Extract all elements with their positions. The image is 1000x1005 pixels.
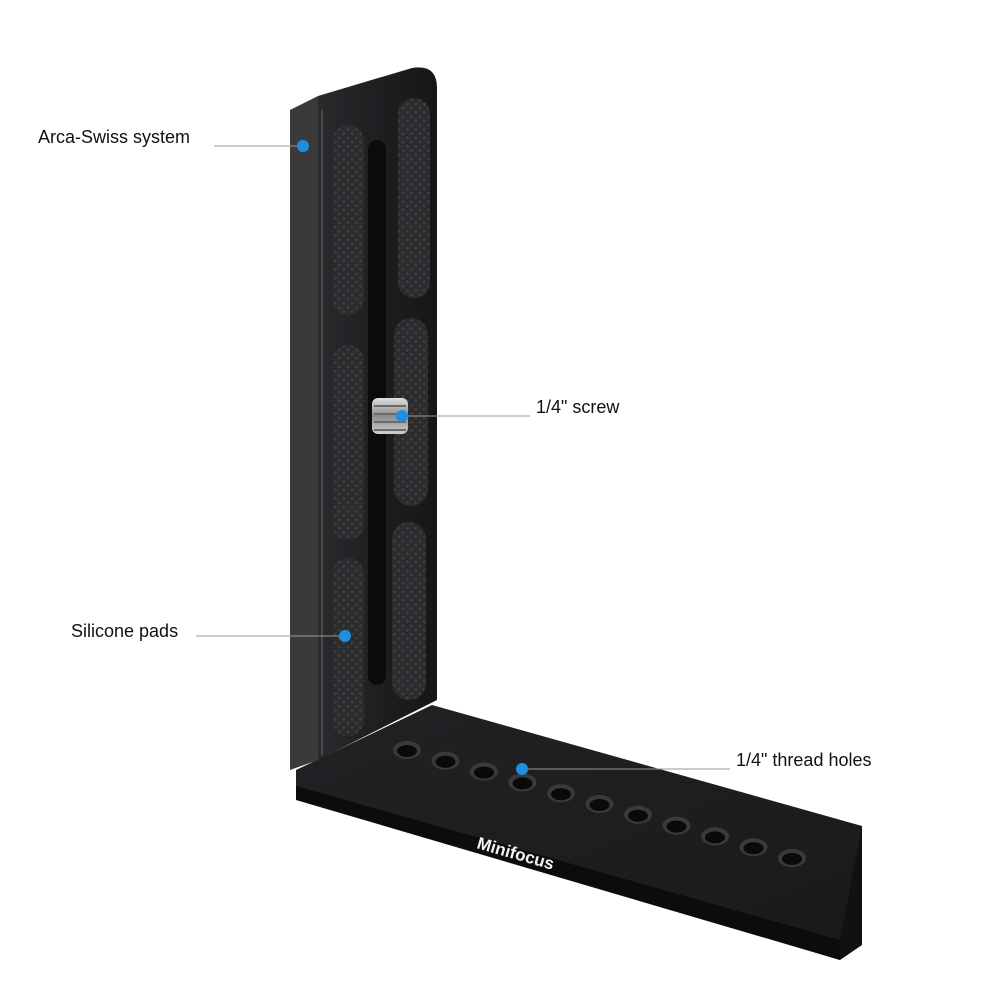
- base-plate: [296, 705, 862, 960]
- callout-dot-pads: [339, 630, 351, 642]
- callout-dot-screw: [396, 410, 408, 422]
- thread-hole-bore: [435, 755, 456, 768]
- callout-label-screw: 1/4" screw: [536, 397, 620, 417]
- thread-hole-bore: [589, 799, 610, 811]
- silicone-pad: [394, 318, 428, 506]
- silicone-pad: [398, 98, 430, 298]
- callout-label-arca-swiss: Arca-Swiss system: [38, 127, 191, 147]
- thread-holes: [393, 741, 806, 867]
- thread-hole-bore: [666, 820, 687, 833]
- callout-dot-holes: [516, 763, 528, 775]
- silicone-pad: [332, 558, 364, 736]
- thread-hole-bore: [705, 831, 725, 844]
- silicone-pad: [392, 522, 426, 700]
- thread-hole-bore: [628, 809, 648, 822]
- silicone-pad: [332, 125, 364, 315]
- callout-label-thread-holes: 1/4" thread holes: [736, 750, 872, 770]
- thread-hole-bore: [551, 788, 571, 801]
- thread-hole-bore: [397, 745, 417, 757]
- thread-hole-bore: [743, 842, 764, 855]
- vertical-plate: [290, 67, 437, 770]
- silicone-pad: [332, 345, 364, 540]
- callout-dot-arca: [297, 140, 309, 152]
- callout-label-silicone-pads: Silicone pads: [71, 621, 179, 641]
- vertical-plate-side-edge: [290, 96, 318, 770]
- thread-hole-bore: [512, 777, 533, 790]
- thread-hole-bore: [474, 766, 494, 779]
- base-plate-bottom-edge: [296, 786, 840, 960]
- thread-hole-bore: [782, 853, 802, 865]
